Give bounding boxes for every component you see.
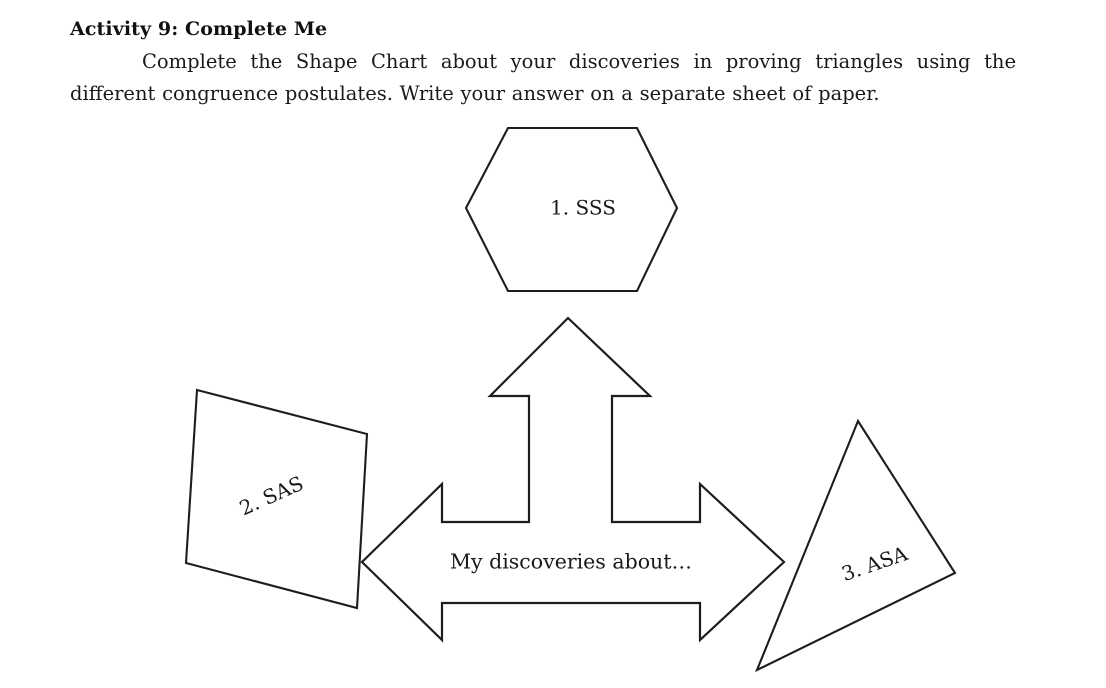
instructions-paragraph: Complete the Shape Chart about your disc… (70, 50, 1016, 105)
page-title: Activity 9: Complete Me (70, 18, 328, 40)
three-way-arrow[interactable]: My discoveries about… (360, 316, 786, 643)
triangle-node[interactable]: 3. ASA (754, 418, 957, 673)
three-way-arrow-shape (360, 316, 786, 643)
quadrilateral-node[interactable]: 2. SAS (184, 388, 369, 610)
hexagon-label: 1. SSS (550, 196, 616, 220)
triangle-shape (754, 418, 957, 673)
quadrilateral-shape (184, 388, 369, 610)
hexagon-node[interactable]: 1. SSS (464, 126, 679, 293)
worksheet-header: Activity 9: Complete Me Complete the Sha… (70, 16, 1016, 110)
center-arrow-label: My discoveries about… (450, 550, 692, 574)
hexagon-shape (464, 126, 679, 293)
